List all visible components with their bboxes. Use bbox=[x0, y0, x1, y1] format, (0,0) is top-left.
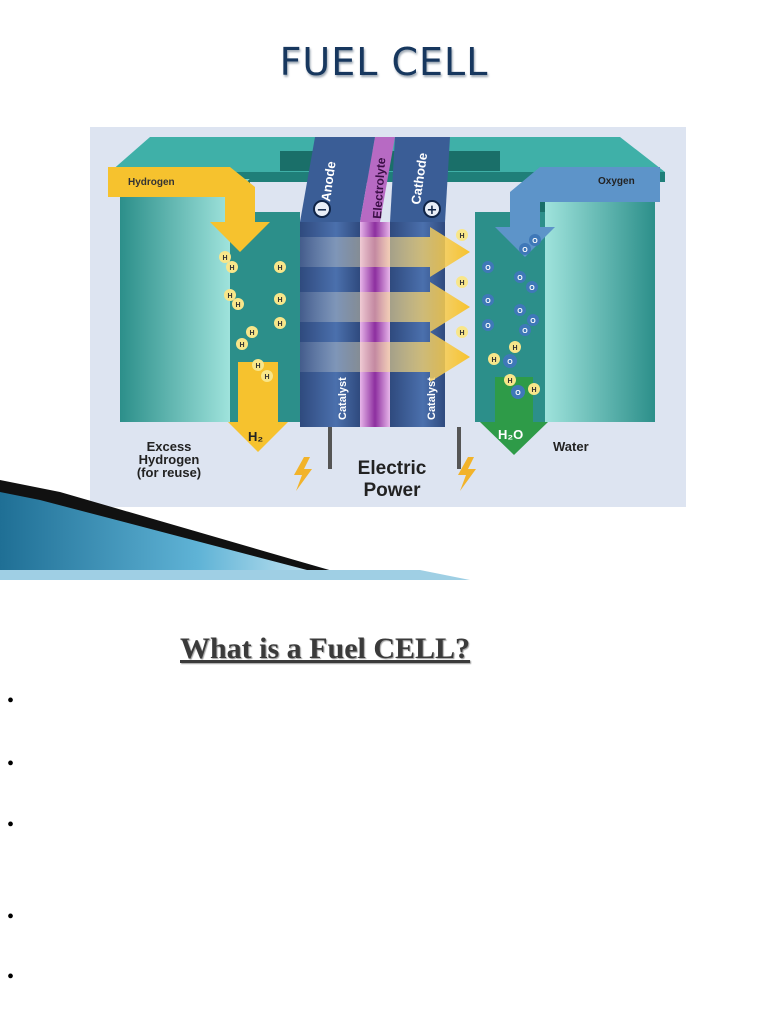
svg-text:O: O bbox=[485, 323, 491, 330]
svg-text:H: H bbox=[249, 330, 254, 337]
fuel-cell-diagram: Anode Electrolyte Cathode − + Catalyst C… bbox=[90, 127, 686, 507]
svg-text:H: H bbox=[235, 302, 240, 309]
circuit-wires bbox=[328, 427, 461, 469]
svg-text:H: H bbox=[277, 297, 282, 304]
bullet-marker: • bbox=[7, 814, 15, 836]
svg-text:H: H bbox=[531, 387, 536, 394]
section-heading: What is a Fuel CELL? bbox=[180, 632, 471, 665]
bullet-item: • bbox=[7, 814, 747, 837]
water-outlet-arrow bbox=[480, 377, 548, 455]
svg-text:H: H bbox=[459, 330, 464, 337]
bullet-item: • bbox=[7, 753, 747, 776]
proton-flow-arrows bbox=[300, 227, 470, 382]
svg-text:O: O bbox=[517, 275, 523, 282]
svg-text:H: H bbox=[512, 345, 517, 352]
catalyst-label-right: Catalyst bbox=[426, 377, 438, 420]
excess-hydrogen-label-line3: (for reuse) bbox=[137, 465, 201, 480]
svg-text:H: H bbox=[459, 280, 464, 287]
svg-text:H: H bbox=[491, 357, 496, 364]
svg-text:+: + bbox=[427, 203, 438, 218]
bullet-item: • bbox=[7, 690, 747, 713]
decorative-swoosh bbox=[0, 480, 470, 580]
electric-label: Electric bbox=[358, 458, 427, 479]
slide-title: FUEL CELL bbox=[279, 40, 489, 84]
svg-text:H: H bbox=[264, 374, 269, 381]
svg-text:H: H bbox=[277, 321, 282, 328]
svg-text:H: H bbox=[239, 342, 244, 349]
svg-text:H: H bbox=[227, 293, 232, 300]
svg-text:O: O bbox=[532, 238, 538, 245]
svg-text:O: O bbox=[529, 285, 535, 292]
svg-text:−: − bbox=[317, 203, 328, 218]
svg-text:O: O bbox=[515, 390, 521, 397]
bullet-item: • bbox=[7, 906, 747, 929]
bullet-marker: • bbox=[7, 753, 15, 775]
h2-label: H₂ bbox=[248, 429, 263, 444]
svg-text:H: H bbox=[277, 265, 282, 272]
water-label: Water bbox=[553, 439, 589, 454]
svg-text:H: H bbox=[507, 378, 512, 385]
bullet-item: • bbox=[7, 966, 747, 989]
catalyst-label-left: Catalyst bbox=[337, 377, 349, 420]
bullet-marker: • bbox=[7, 690, 15, 712]
cathode-plus-icon: + bbox=[423, 200, 441, 218]
hydrogen-label: Hydrogen bbox=[128, 177, 175, 188]
excess-hydrogen-label-line1: Excess bbox=[147, 439, 192, 454]
electrolyte-label: Electrolyte bbox=[370, 157, 388, 220]
excess-hydrogen-label-line2: Hydrogen bbox=[139, 452, 200, 467]
cathode-label: Cathode bbox=[408, 152, 430, 206]
svg-text:O: O bbox=[485, 298, 491, 305]
bullet-marker: • bbox=[7, 966, 15, 988]
svg-text:O: O bbox=[530, 318, 536, 325]
lightning-bolt-icon bbox=[294, 457, 312, 491]
oxygen-label: Oxygen bbox=[598, 176, 635, 187]
svg-text:O: O bbox=[522, 328, 528, 335]
hydrogen-atoms: H H H H H H H H H H H bbox=[219, 251, 286, 382]
cathode-atoms: H H H O O O O O O O O O O H H O H O H bbox=[456, 229, 541, 399]
anode-minus-icon: − bbox=[313, 200, 331, 218]
svg-text:O: O bbox=[485, 265, 491, 272]
svg-text:H: H bbox=[459, 233, 464, 240]
svg-text:O: O bbox=[522, 247, 528, 254]
svg-text:H: H bbox=[229, 265, 234, 272]
svg-text:H: H bbox=[255, 363, 260, 370]
power-label: Power bbox=[363, 480, 421, 501]
svg-text:H: H bbox=[222, 255, 227, 262]
anode-label: Anode bbox=[318, 160, 338, 202]
hydrogen-inlet-arrow bbox=[108, 167, 270, 252]
h2o-label: H₂O bbox=[498, 427, 523, 442]
lightning-bolt-icon bbox=[458, 457, 476, 491]
svg-text:O: O bbox=[517, 308, 523, 315]
svg-text:O: O bbox=[507, 359, 513, 366]
bullet-marker: • bbox=[7, 906, 15, 928]
